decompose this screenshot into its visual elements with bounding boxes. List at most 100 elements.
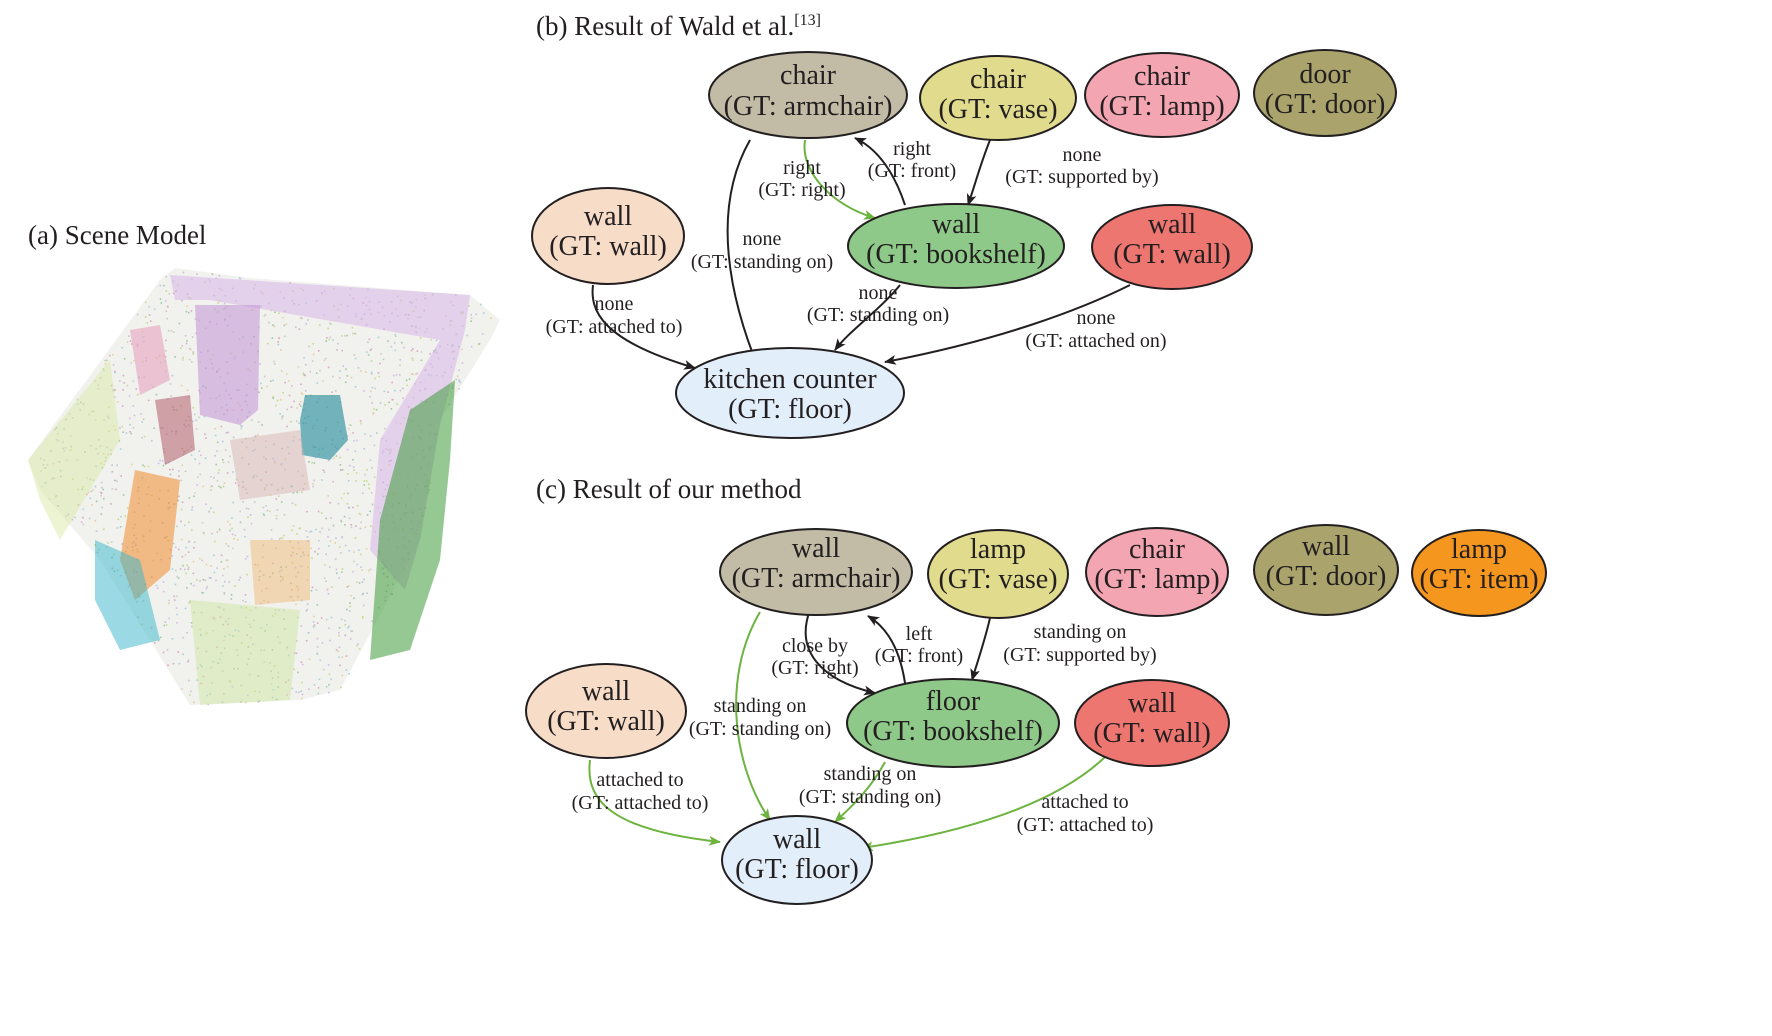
cloud-point [338, 627, 341, 629]
cloud-point [199, 628, 201, 631]
cloud-point [247, 508, 250, 510]
cloud-point [111, 488, 114, 490]
cloud-point [173, 595, 175, 598]
node-c-bookshelf-label: floor [926, 686, 981, 717]
cloud-point [40, 470, 42, 473]
cloud-point [344, 524, 346, 526]
cloud-point [64, 447, 67, 449]
cloud-point [269, 662, 271, 664]
cloud-point [335, 537, 337, 539]
cloud-point [129, 340, 132, 342]
cloud-point [352, 332, 354, 335]
cloud-point [302, 551, 304, 554]
cloud-point [292, 491, 295, 494]
cloud-point [105, 456, 107, 459]
cloud-point [317, 553, 319, 555]
cloud-point [305, 364, 307, 366]
cloud-point [295, 585, 298, 588]
cloud-point [121, 405, 124, 407]
edge-c-armchair-bookshelf-gt: (GT: right) [771, 657, 858, 679]
cloud-point [177, 651, 179, 653]
cloud-point [298, 422, 300, 424]
node-b-vase-label: chair [970, 64, 1027, 95]
cloud-point [164, 621, 167, 623]
cloud-point [207, 703, 210, 706]
cloud-point [223, 693, 225, 695]
cloud-point [171, 638, 174, 640]
cloud-point [318, 540, 320, 542]
cloud-point [262, 513, 265, 515]
cloud-point [180, 538, 183, 541]
cloud-point [76, 459, 79, 461]
cloud-point [204, 433, 206, 435]
cloud-point [365, 351, 368, 353]
cloud-point [192, 572, 195, 575]
edge-b-armchair-floor-gt: (GT: standing on) [691, 251, 833, 273]
cloud-point [219, 606, 221, 609]
cloud-point [352, 571, 354, 573]
cloud-point [175, 546, 177, 549]
cloud-point [369, 568, 372, 571]
cloud-point [369, 349, 372, 352]
cloud-point [191, 420, 194, 423]
cloud-point [212, 629, 214, 632]
cloud-point [333, 457, 335, 460]
cloud-point [99, 377, 102, 379]
cloud-point [280, 580, 282, 582]
cloud-point [329, 336, 332, 339]
node-c-vase-label: lamp [970, 534, 1026, 565]
cloud-point [261, 387, 263, 389]
cloud-point [67, 513, 70, 516]
cloud-point [300, 405, 302, 407]
cloud-point [104, 460, 107, 462]
cloud-point [258, 691, 261, 693]
cloud-point [316, 653, 319, 655]
cloud-point [205, 587, 208, 590]
cloud-point [60, 475, 62, 478]
cloud-point [384, 427, 386, 430]
cloud-point [212, 511, 215, 514]
cloud-point [195, 428, 198, 430]
cloud-point [362, 615, 364, 618]
cloud-point [329, 501, 331, 504]
cloud-point [350, 376, 353, 379]
cloud-point [285, 323, 287, 325]
cloud-point [196, 667, 199, 669]
cloud-point [120, 475, 122, 477]
cloud-point [375, 408, 378, 411]
cloud-point [316, 604, 319, 606]
cloud-point [374, 387, 376, 390]
cloud-point [223, 568, 225, 570]
cloud-point [266, 509, 269, 512]
cloud-point [275, 517, 278, 520]
node-b-door-gt: (GT: door) [1265, 89, 1386, 120]
node-b-floor-ellipse [675, 347, 905, 439]
cloud-point [165, 350, 167, 352]
cloud-point [271, 677, 274, 679]
cloud-point [104, 359, 106, 362]
cloud-point [327, 536, 329, 538]
cloud-point [136, 313, 139, 316]
cloud-point [401, 341, 403, 344]
cloud-point [141, 421, 144, 423]
cloud-point [238, 579, 240, 581]
cloud-point [392, 374, 395, 377]
cloud-point [264, 630, 266, 632]
cloud-point [286, 408, 288, 411]
cloud-point [211, 485, 213, 487]
cloud-point [280, 370, 283, 372]
cloud-point [250, 522, 253, 525]
cloud-point [176, 622, 178, 624]
cloud-point [180, 347, 182, 349]
node-b-armchair: chair (GT: armchair) [708, 51, 908, 139]
cloud-point [278, 337, 280, 340]
cloud-point [187, 566, 190, 568]
cloud-point [180, 508, 183, 511]
cloud-point [470, 314, 472, 316]
cloud-point [199, 579, 201, 582]
cyan-object-region [95, 540, 160, 650]
cloud-point [117, 518, 120, 521]
cloud-point [356, 563, 359, 566]
cloud-point [82, 523, 85, 526]
cloud-point [328, 545, 330, 547]
